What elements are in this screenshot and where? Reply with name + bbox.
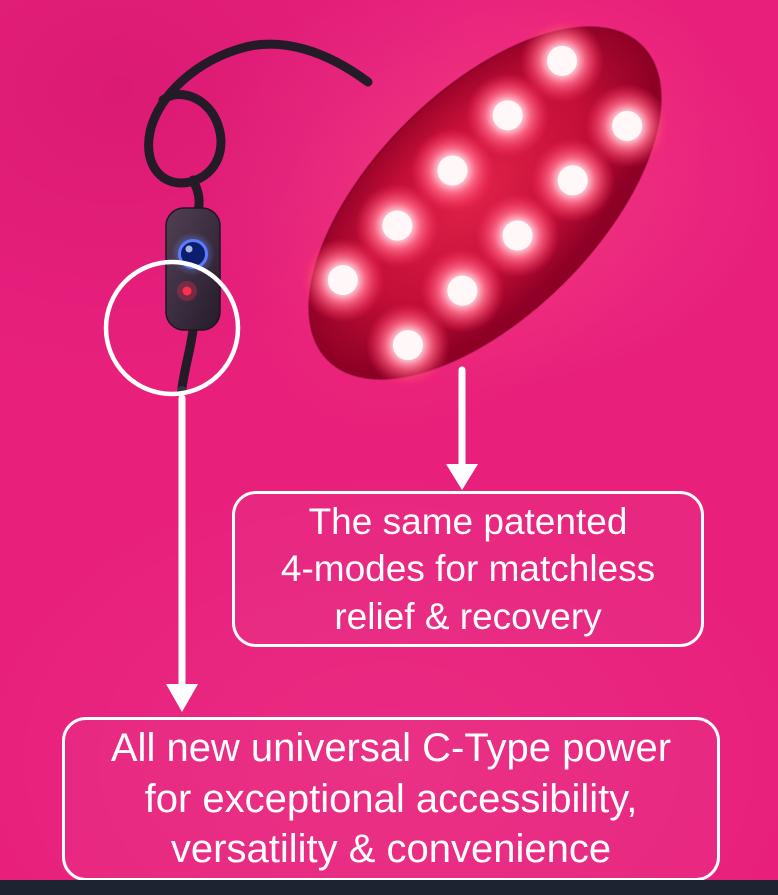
callout-patented-modes: The same patented 4-modes for matchless … — [232, 491, 704, 647]
button-highlight — [185, 245, 193, 253]
bottom-bar — [0, 880, 778, 895]
power-indicator-light — [182, 286, 192, 296]
callout-line: relief & recovery — [334, 595, 602, 637]
cable-tail — [177, 325, 198, 393]
callout-ctype-power: All new universal C-Type power for excep… — [62, 717, 720, 881]
highlight-circle — [103, 259, 241, 397]
callout-line: 4-modes for matchless — [280, 548, 656, 590]
arrow-down-icon — [446, 366, 478, 490]
led-therapy-pad — [248, 0, 722, 440]
callout-line: The same patented — [308, 500, 628, 542]
callout-line: All new universal C-Type power — [110, 726, 672, 771]
pad-body — [308, 26, 662, 380]
controller-remote — [165, 207, 221, 331]
callout-line: for exceptional accessibility, — [144, 776, 638, 821]
callout-line: versatility & convenience — [170, 827, 612, 872]
arrow-down-icon — [166, 394, 198, 712]
